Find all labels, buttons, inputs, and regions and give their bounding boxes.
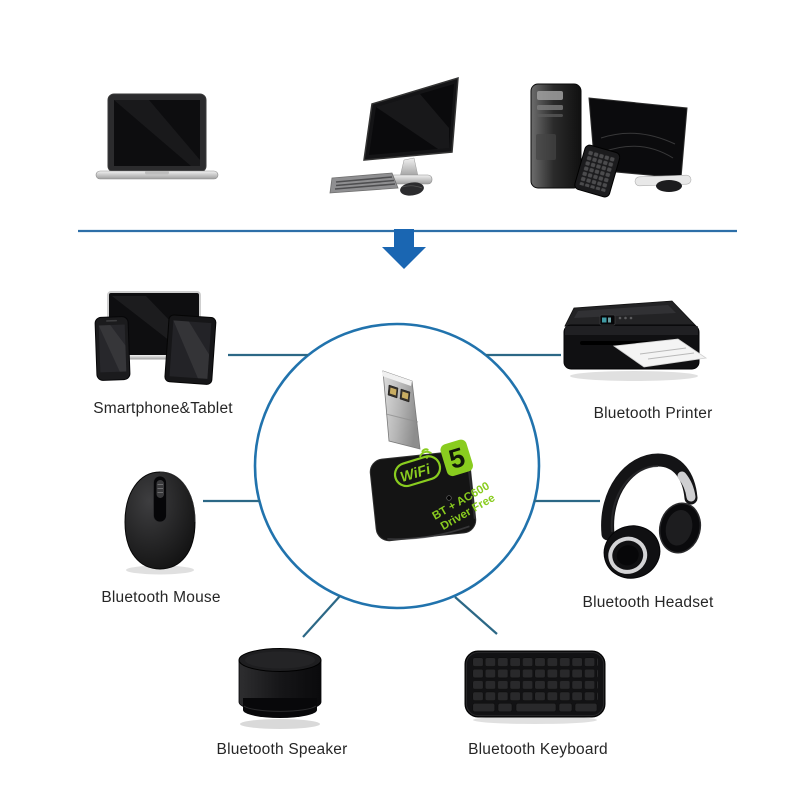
hub-circle — [253, 322, 541, 610]
label-bluetooth-keyboard: Bluetooth Keyboard — [468, 741, 608, 758]
label-bluetooth-mouse: Bluetooth Mouse — [101, 589, 221, 606]
label-smartphone-tablet: Smartphone&Tablet — [93, 400, 233, 417]
desktop-monitor-icon — [329, 76, 459, 196]
usb-plug — [382, 370, 421, 450]
line-speaker — [302, 595, 341, 638]
wifi-5-badge: 5 — [440, 439, 473, 477]
line-keyboard — [454, 596, 498, 635]
led-indicator — [446, 495, 452, 501]
down-arrow-icon — [382, 229, 426, 269]
laptop-icon — [95, 93, 219, 180]
label-bluetooth-speaker: Bluetooth Speaker — [216, 741, 348, 758]
wifi-waves-icon — [419, 448, 432, 458]
desktop-tower-icon — [530, 83, 692, 198]
keyboard-icon — [464, 650, 606, 724]
usb-adapter: WiFi 5 BT + AC600 Driver Free — [369, 370, 497, 542]
headset-icon — [601, 453, 702, 579]
smartphone-tablet-icon — [94, 291, 217, 385]
printer-icon — [563, 300, 708, 381]
label-bluetooth-printer: Bluetooth Printer — [593, 405, 713, 422]
adapter-body: WiFi 5 BT + AC600 Driver Free — [369, 439, 497, 542]
mouse-icon — [124, 471, 196, 575]
label-bluetooth-headset: Bluetooth Headset — [582, 594, 714, 611]
speaker-icon — [238, 648, 322, 729]
